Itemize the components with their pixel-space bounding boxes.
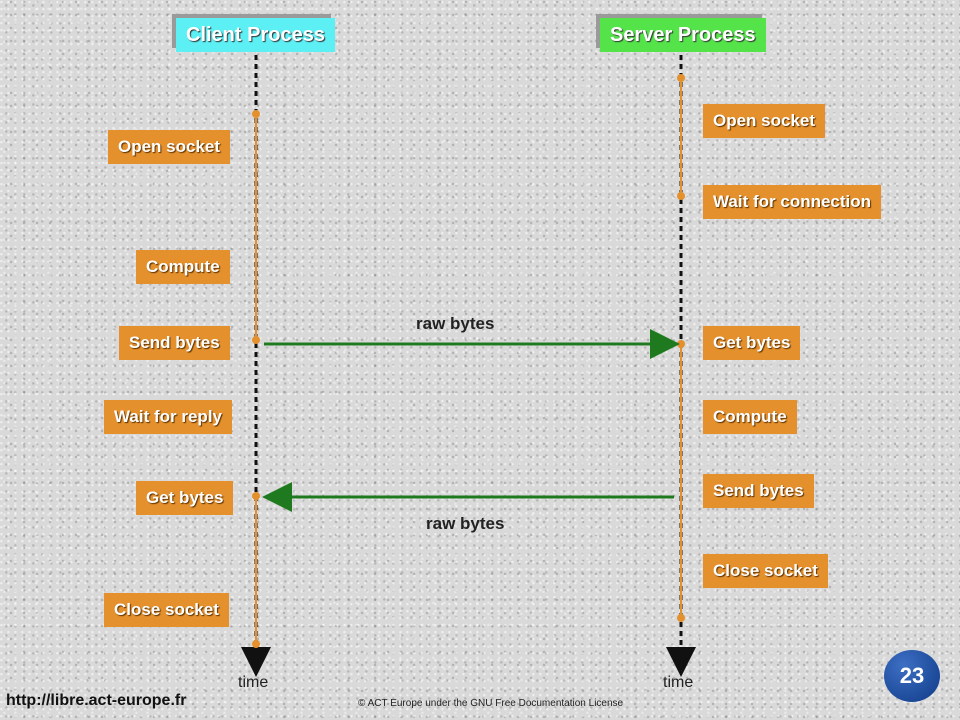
server-dot-close (677, 614, 685, 622)
client-step-send-bytes: Send bytes (119, 326, 230, 360)
server-step-get-bytes: Get bytes (703, 326, 801, 360)
server-step-open-socket: Open socket (703, 104, 826, 138)
server-process-title: Server Process (600, 18, 766, 52)
server-dot-get (677, 340, 685, 348)
reply-label: raw bytes (426, 514, 505, 533)
client-step-wait-for-reply: Wait for reply (104, 400, 232, 434)
server-time-label: time (663, 674, 694, 691)
client-time-label: time (238, 674, 269, 691)
client-step-get-bytes: Get bytes (136, 481, 234, 515)
server-dot-open (677, 74, 685, 82)
server-dot-wait (677, 192, 685, 200)
client-process-title: Client Process (176, 18, 335, 52)
server-step-close-socket: Close socket (703, 554, 828, 588)
request-label: raw bytes (416, 314, 495, 333)
client-dot-open (252, 110, 260, 118)
client-dot-send (252, 336, 260, 344)
footer-url: http://libre.act-europe.fr (6, 692, 187, 709)
client-step-open-socket: Open socket (108, 130, 231, 164)
client-dot-close (252, 640, 260, 648)
server-step-wait-for-connection: Wait for connection (703, 185, 882, 219)
client-dot-get (252, 492, 260, 500)
page-number-badge: 23 (884, 650, 940, 702)
server-step-compute: Compute (703, 400, 797, 434)
client-step-compute: Compute (136, 250, 230, 284)
client-step-close-socket: Close socket (104, 593, 229, 627)
server-step-send-bytes: Send bytes (703, 474, 814, 508)
footer-copyright: © ACT Europe under the GNU Free Document… (358, 698, 624, 709)
